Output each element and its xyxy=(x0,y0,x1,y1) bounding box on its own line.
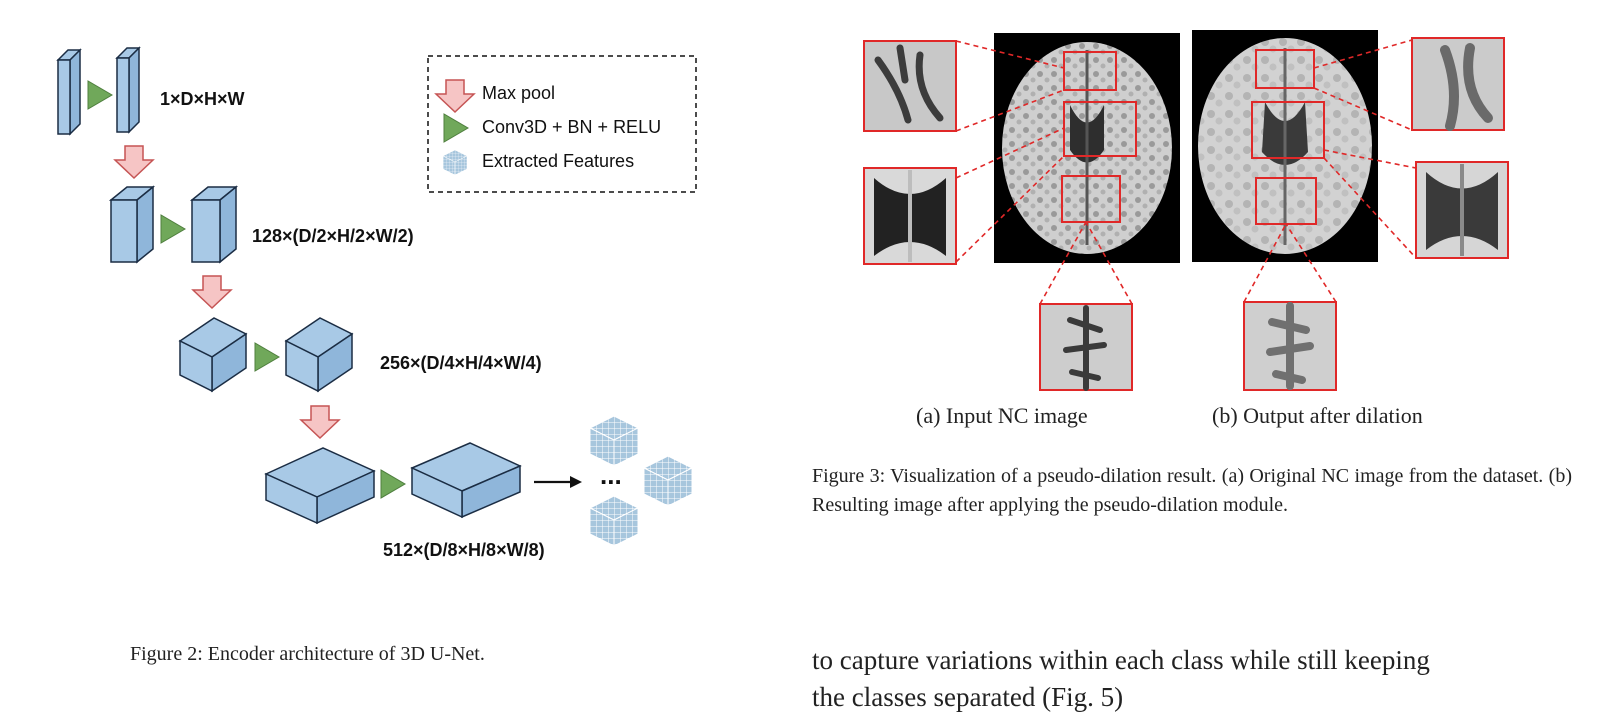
body-text-line-1: to capture variations within each class … xyxy=(812,645,1430,675)
zoom-b-middle xyxy=(1415,161,1509,259)
roi-b-middle xyxy=(1251,101,1325,159)
roi-a-bottom xyxy=(1061,175,1121,223)
figure3-caption: Figure 3: Visualization of a pseudo-dila… xyxy=(812,465,1572,516)
conv-arrow-1 xyxy=(87,80,113,110)
stage2-block-a xyxy=(108,185,156,264)
conv-arrow-4 xyxy=(380,469,406,499)
zoom-connectors xyxy=(955,39,1417,305)
maxpool-icon xyxy=(435,79,475,113)
dim-label-stage1: 1×D×H×W xyxy=(160,89,245,109)
zoom-a-middle xyxy=(863,167,957,265)
roi-a-top xyxy=(1063,51,1117,91)
feature-cube-top xyxy=(589,415,639,467)
figures-canvas xyxy=(56,30,1509,547)
stage1-block-b xyxy=(115,46,141,134)
legend-features-label: Extracted Features xyxy=(482,151,635,171)
roi-a-middle xyxy=(1063,101,1137,157)
features-icon xyxy=(442,149,468,176)
maxpool-arrow-2 xyxy=(192,275,232,309)
legend-box xyxy=(427,55,697,193)
zoom-b-top xyxy=(1411,37,1505,131)
roi-b-top xyxy=(1255,49,1315,89)
output-arrow xyxy=(534,476,582,488)
stage3-block-a xyxy=(178,317,248,393)
stage4-block-b xyxy=(410,442,522,519)
features-ellipsis: ... xyxy=(600,460,622,490)
feature-cube-bottom xyxy=(589,495,639,547)
dim-label-stage2: 128×(D/2×H/2×W/2) xyxy=(252,226,414,246)
figure3-subcaption-b: (b) Output after dilation xyxy=(1212,403,1423,428)
stage2-block-b xyxy=(189,185,239,264)
figure2-caption: Figure 2: Encoder architecture of 3D U-N… xyxy=(130,643,485,665)
zoom-b-bottom xyxy=(1243,301,1337,391)
zoom-a-top xyxy=(863,40,957,132)
legend-conv-label: Conv3D + BN + RELU xyxy=(482,117,662,137)
stage1-block-a xyxy=(56,48,82,136)
figure3-subcaption-a: (a) Input NC image xyxy=(916,403,1088,428)
maxpool-arrow-1 xyxy=(114,145,154,179)
conv-arrow-2 xyxy=(160,214,186,244)
conv-arrow-3 xyxy=(254,342,280,372)
legend-maxpool-label: Max pool xyxy=(482,83,556,103)
dim-label-stage3: 256×(D/4×H/4×W/4) xyxy=(380,353,542,373)
stage4-block-a xyxy=(264,447,376,525)
zoom-a-bottom xyxy=(1039,303,1133,391)
maxpool-arrow-3 xyxy=(300,405,340,439)
feature-cube-right xyxy=(643,455,693,507)
dim-label-stage4: 512×(D/8×H/8×W/8) xyxy=(383,540,545,560)
conv-icon xyxy=(443,113,469,143)
stage3-block-b xyxy=(284,317,354,393)
